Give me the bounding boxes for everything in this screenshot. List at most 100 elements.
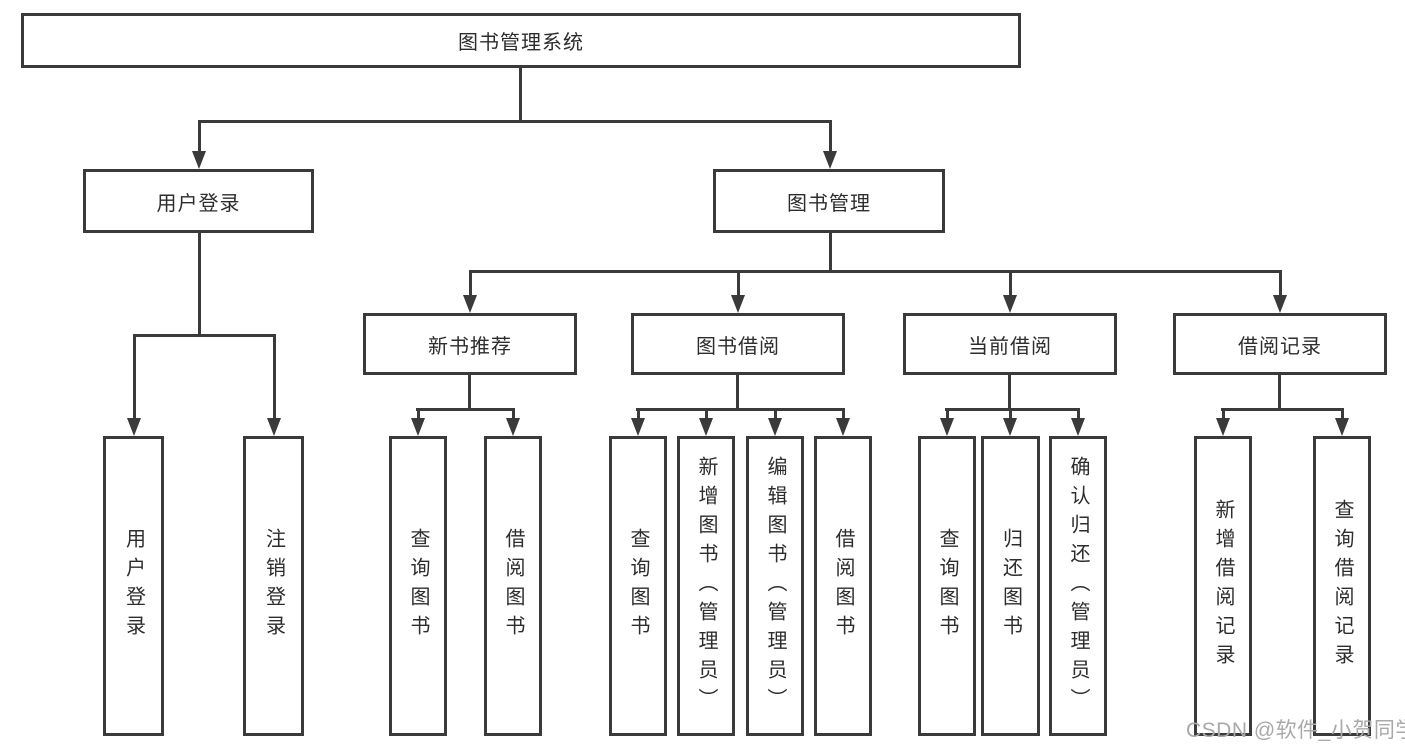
arrow-shaft <box>416 408 420 420</box>
node-user-login-label: 用户登录 <box>156 192 241 215</box>
node-user-login: 用户登录 <box>83 169 314 233</box>
arrow-head <box>940 418 954 436</box>
connector-hline <box>198 120 832 123</box>
arrow-shaft <box>1076 408 1080 420</box>
leaf-return-book: 归还图书 <box>981 436 1040 736</box>
leaf-label: 借阅图书 <box>832 528 854 644</box>
leaf-query-book-3: 查询图书 <box>918 436 976 736</box>
arrow-shaft <box>1278 270 1282 297</box>
connector-arrow <box>836 408 850 436</box>
arrow-shaft <box>773 408 777 420</box>
node-current-borrow: 当前借阅 <box>903 313 1117 375</box>
arrow-shaft <box>468 270 472 297</box>
arrow-shaft <box>841 408 845 420</box>
leaf-label: 确认归还（管理员） <box>1067 455 1089 717</box>
connector-hline <box>133 334 275 337</box>
connector-hline <box>1221 408 1344 411</box>
leaf-query-book-2: 查询图书 <box>609 436 667 736</box>
arrow-head <box>267 418 281 436</box>
arrow-shaft <box>736 270 740 297</box>
arrow-shaft <box>272 334 276 420</box>
node-book-management: 图书管理 <box>713 169 945 233</box>
connector-vline <box>1278 375 1281 408</box>
leaf-user-login: 用户登录 <box>103 436 164 736</box>
connector-vline <box>519 68 522 120</box>
arrow-shaft <box>636 408 640 420</box>
connector-arrow <box>506 408 520 436</box>
arrow-head <box>411 418 425 436</box>
connector-arrow <box>1273 270 1287 313</box>
arrow-shaft <box>511 408 515 420</box>
connector-arrow <box>631 408 645 436</box>
arrow-shaft <box>828 120 832 153</box>
connector-arrow <box>940 408 954 436</box>
leaf-edit-book-admin: 编辑图书（管理员） <box>746 436 804 736</box>
arrow-shaft <box>1221 408 1225 420</box>
connector-arrow <box>1003 408 1017 436</box>
arrow-shaft <box>1340 408 1344 420</box>
connector-arrow <box>411 408 425 436</box>
arrow-head <box>1003 295 1017 313</box>
node-root: 图书管理系统 <box>21 13 1021 68</box>
connector-hline <box>945 408 1080 411</box>
arrow-head <box>127 418 141 436</box>
arrow-head <box>836 418 850 436</box>
arrow-shaft <box>704 408 708 420</box>
node-borrow-record: 借阅记录 <box>1173 313 1387 375</box>
leaf-label: 查询图书 <box>407 528 429 644</box>
connector-arrow <box>267 334 281 436</box>
leaf-label: 查询图书 <box>627 528 649 644</box>
arrow-head <box>1071 418 1085 436</box>
connector-hline <box>469 270 1282 273</box>
leaf-label: 借阅图书 <box>502 528 524 644</box>
arrow-head <box>192 151 206 169</box>
leaf-label: 查询借阅记录 <box>1331 499 1353 673</box>
node-root-label: 图书管理系统 <box>458 32 584 54</box>
connector-arrow <box>731 270 745 313</box>
arrow-head <box>506 418 520 436</box>
arrow-head <box>631 418 645 436</box>
arrow-shaft <box>1008 270 1012 297</box>
leaf-borrow-book-1: 借阅图书 <box>484 436 542 736</box>
arrow-head <box>699 418 713 436</box>
arrow-head <box>463 295 477 313</box>
leaf-label: 归还图书 <box>999 528 1022 644</box>
arrow-head <box>731 295 745 313</box>
leaf-label: 新增图书（管理员） <box>695 455 717 717</box>
connector-vline <box>1008 375 1011 408</box>
connector-arrow <box>768 408 782 436</box>
leaf-logout: 注销登录 <box>243 436 304 736</box>
connector-vline <box>468 375 471 408</box>
leaf-add-book-admin: 新增图书（管理员） <box>677 436 735 736</box>
connector-hline <box>416 408 515 411</box>
connector-arrow <box>1003 270 1017 313</box>
connector-arrow <box>1071 408 1085 436</box>
node-new-book-recommend: 新书推荐 <box>363 313 577 375</box>
csdn-watermark: CSDN @软件_小贺同学 <box>1186 719 1405 742</box>
connector-arrow <box>1335 408 1349 436</box>
node-book-management-label: 图书管理 <box>787 192 871 215</box>
arrow-shaft <box>132 334 136 420</box>
connector-arrow <box>192 120 206 169</box>
arrow-head <box>1273 295 1287 313</box>
leaf-label: 编辑图书（管理员） <box>764 455 786 717</box>
connector-arrow <box>699 408 713 436</box>
leaf-label: 查询图书 <box>936 528 958 644</box>
arrow-shaft <box>197 120 201 153</box>
arrow-head <box>768 418 782 436</box>
node-book-borrow-label: 图书借阅 <box>696 335 780 358</box>
arrow-shaft <box>945 408 949 420</box>
connector-arrow <box>823 120 837 169</box>
node-current-borrow-label: 当前借阅 <box>968 335 1052 358</box>
connector-vline <box>829 233 832 270</box>
leaf-label: 新增借阅记录 <box>1212 499 1234 673</box>
node-new-book-recommend-label: 新书推荐 <box>428 335 512 358</box>
node-borrow-record-label: 借阅记录 <box>1238 335 1322 358</box>
connector-arrow <box>463 270 477 313</box>
leaf-borrow-book-2: 借阅图书 <box>814 436 872 736</box>
arrow-shaft <box>1008 408 1012 420</box>
connector-arrow <box>127 334 141 436</box>
connector-hline <box>636 408 845 411</box>
leaf-label: 注销登录 <box>262 528 285 644</box>
